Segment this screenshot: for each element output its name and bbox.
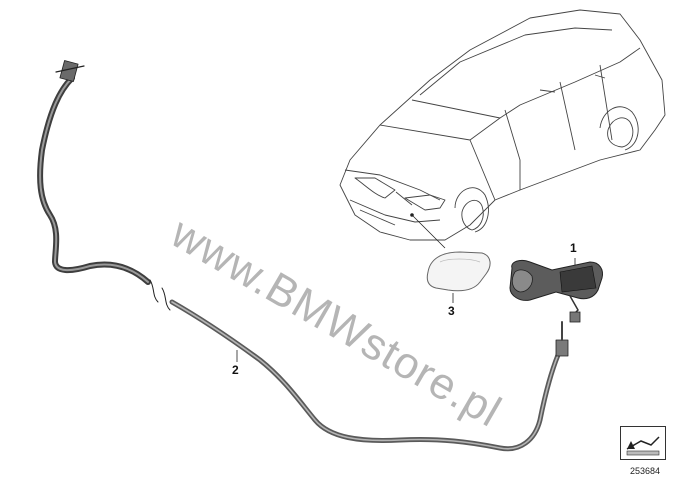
arrow-back-icon[interactable] [620,426,666,460]
car-outline [339,9,666,241]
callout-1: 1 [570,241,577,255]
diagram-number: 253684 [630,466,661,476]
washer-hose [37,60,569,452]
washer-jet [509,259,603,323]
callout-3: 3 [448,304,455,318]
cover-cap [426,251,491,292]
leader-dot [410,213,414,217]
callout-2: 2 [232,363,239,377]
